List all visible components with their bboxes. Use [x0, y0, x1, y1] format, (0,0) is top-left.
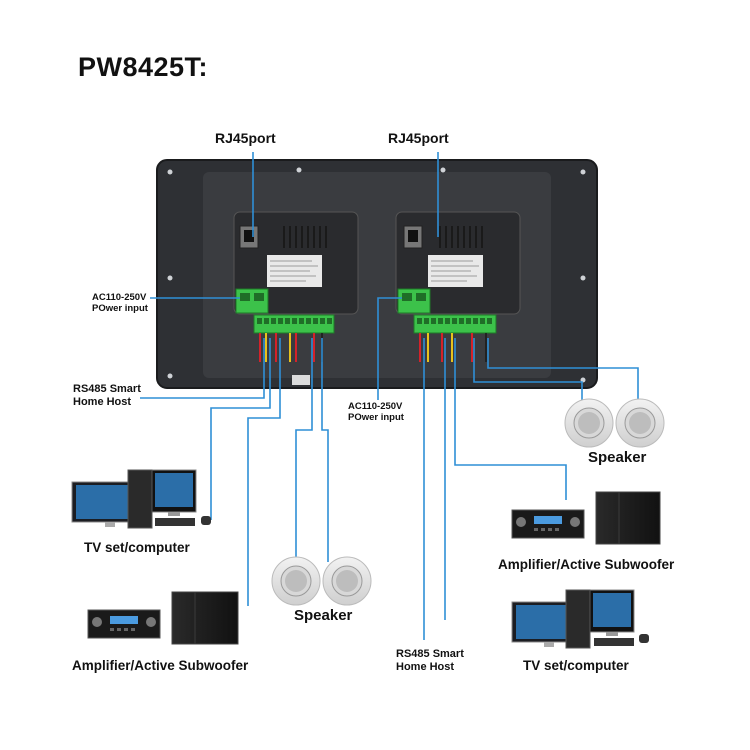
left-amplifier-icon	[87, 609, 161, 639]
right-amplifier-icon	[511, 509, 585, 539]
right-speaker-label: Speaker	[588, 449, 647, 466]
left-speakers-icon	[271, 556, 372, 606]
right-computer-icon	[511, 589, 649, 649]
left-speaker-label: Speaker	[294, 607, 353, 624]
left-rs485-host-label: RS485 Smart Home Host	[73, 383, 141, 408]
left-computer-label: TV set/computer	[84, 540, 190, 555]
right-power-input-label: AC110-250V POwer input	[348, 401, 404, 423]
amplifier-panel	[156, 159, 598, 389]
left-amplifier-label: Amplifier/Active Subwoofer	[72, 658, 249, 673]
left-power-terminal	[235, 288, 269, 314]
right-rs485-host-label: RS485 Smart Home Host	[396, 648, 464, 673]
left-power-input-label: AC110-250V POwer input	[92, 292, 148, 314]
right-speakers-icon	[564, 398, 665, 448]
right-power-terminal	[397, 288, 431, 314]
left-computer-icon	[71, 469, 211, 529]
right-rj45-port-label: RJ45port	[388, 130, 449, 146]
connection-lines	[140, 152, 639, 640]
left-rj45-port-label: RJ45port	[215, 130, 276, 146]
right-subwoofer-icon	[595, 491, 661, 545]
right-amplifier-label: Amplifier/Active Subwoofer	[498, 557, 675, 572]
right-computer-label: TV set/computer	[523, 658, 629, 673]
page-title: PW8425T:	[78, 52, 209, 82]
right-terminal-block	[413, 314, 497, 334]
left-subwoofer-icon	[171, 591, 239, 645]
left-terminal-block	[253, 314, 335, 334]
